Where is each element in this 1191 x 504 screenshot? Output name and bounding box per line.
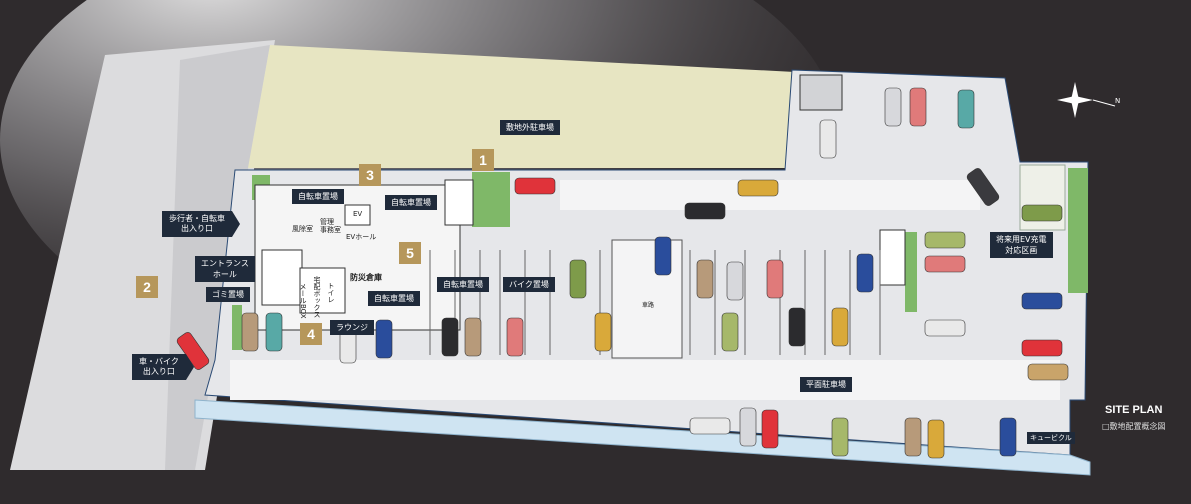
manager-label: 管理 事務室 — [320, 218, 341, 234]
marker-1: 1 — [472, 149, 494, 171]
parked-car — [441, 317, 459, 357]
ev-room — [344, 204, 371, 226]
windbreak-label: 風除室 — [292, 225, 313, 233]
green-3 — [232, 305, 242, 350]
parked-car — [726, 261, 744, 301]
parked-car — [654, 236, 672, 276]
drive-lane-bottom — [230, 360, 1060, 400]
offsite-parking-label: 敷地外駐車場 — [500, 120, 560, 135]
car-road-box — [611, 239, 683, 359]
garbage-label: ゴミ置場 — [206, 287, 250, 302]
stairs — [444, 179, 474, 226]
parked-car — [924, 319, 966, 337]
parked-car — [884, 87, 902, 127]
green-1 — [472, 172, 510, 227]
cubicle-label: キュービクル — [1027, 432, 1075, 444]
ev-label: EV — [353, 210, 363, 218]
parked-car — [831, 417, 849, 457]
marker-5: 5 — [399, 242, 421, 264]
bicycle-label-2: 自転車置場 — [385, 195, 437, 210]
parked-car — [737, 179, 779, 197]
parked-car — [924, 231, 966, 249]
parked-car — [766, 259, 784, 299]
site-plan-subtitle: □敷地配置概念図 — [1102, 422, 1166, 431]
parked-car — [1021, 292, 1063, 310]
parked-car — [904, 417, 922, 457]
utility-box — [799, 74, 843, 111]
entrance-hall-room — [261, 249, 303, 306]
parked-car — [909, 87, 927, 127]
pedestrian-gate-label: 歩行者・自転車 出入り口 — [162, 211, 240, 237]
offsite-parking-area — [248, 45, 795, 168]
lounge-label: ラウンジ — [330, 320, 374, 335]
parked-car — [788, 307, 806, 347]
green-5 — [905, 232, 917, 312]
car-road-label: 車路 — [642, 302, 655, 309]
marker-2: 2 — [136, 276, 158, 298]
parked-car — [856, 253, 874, 293]
parked-car — [761, 409, 779, 449]
marker-4: 4 — [300, 323, 322, 345]
car-gate-label: 車・バイク 出入り口 — [132, 354, 194, 380]
parked-car — [375, 319, 393, 359]
parked-car — [506, 317, 524, 357]
green-4 — [1068, 168, 1088, 293]
parked-car — [514, 177, 556, 195]
bicycle-label-3: 自転車置場 — [437, 277, 489, 292]
parked-car — [999, 417, 1017, 457]
site-plan-title: SITE PLAN — [1105, 404, 1163, 416]
mailbox-room — [299, 267, 346, 314]
toilet-label: トイレ — [327, 282, 335, 303]
parked-car — [241, 312, 259, 352]
ev-hall-label: EVホール — [346, 233, 377, 241]
parked-car — [966, 168, 1000, 206]
stairs-2 — [879, 229, 906, 286]
parked-car — [721, 312, 739, 352]
parked-car — [1027, 363, 1069, 381]
parked-car — [569, 259, 587, 299]
bicycle-label-1: 自転車置場 — [292, 189, 344, 204]
bike-label: バイク置場 — [503, 277, 555, 292]
parked-car — [739, 407, 757, 447]
parked-car — [924, 255, 966, 273]
compass-label: N — [1115, 97, 1121, 105]
parked-car — [464, 317, 482, 357]
parked-car — [927, 419, 945, 459]
parked-car — [1021, 204, 1063, 222]
water-channel — [194, 399, 1091, 476]
parked-car — [957, 89, 975, 129]
mailbox-label: メールBOX — [299, 283, 307, 319]
disaster-storage-label: 防災倉庫 — [350, 273, 382, 282]
bicycle-label-4: 自転車置場 — [368, 291, 420, 306]
parked-car — [696, 259, 714, 299]
delivery-box-label: 宅配ボックス — [313, 276, 321, 318]
parked-car — [689, 417, 731, 435]
parked-car — [819, 119, 837, 159]
parked-car — [265, 312, 283, 352]
ev-charging-label: 将来用EV充電 対応区画 — [990, 232, 1053, 258]
flat-parking-label: 平面駐車場 — [800, 377, 852, 392]
marker-3: 3 — [359, 164, 381, 186]
entrance-hall-label: エントランス ホール — [195, 256, 255, 282]
parked-car — [831, 307, 849, 347]
parked-car — [594, 312, 612, 352]
parked-car — [684, 202, 726, 220]
compass-icon — [1057, 82, 1116, 118]
parked-car — [1021, 339, 1063, 357]
